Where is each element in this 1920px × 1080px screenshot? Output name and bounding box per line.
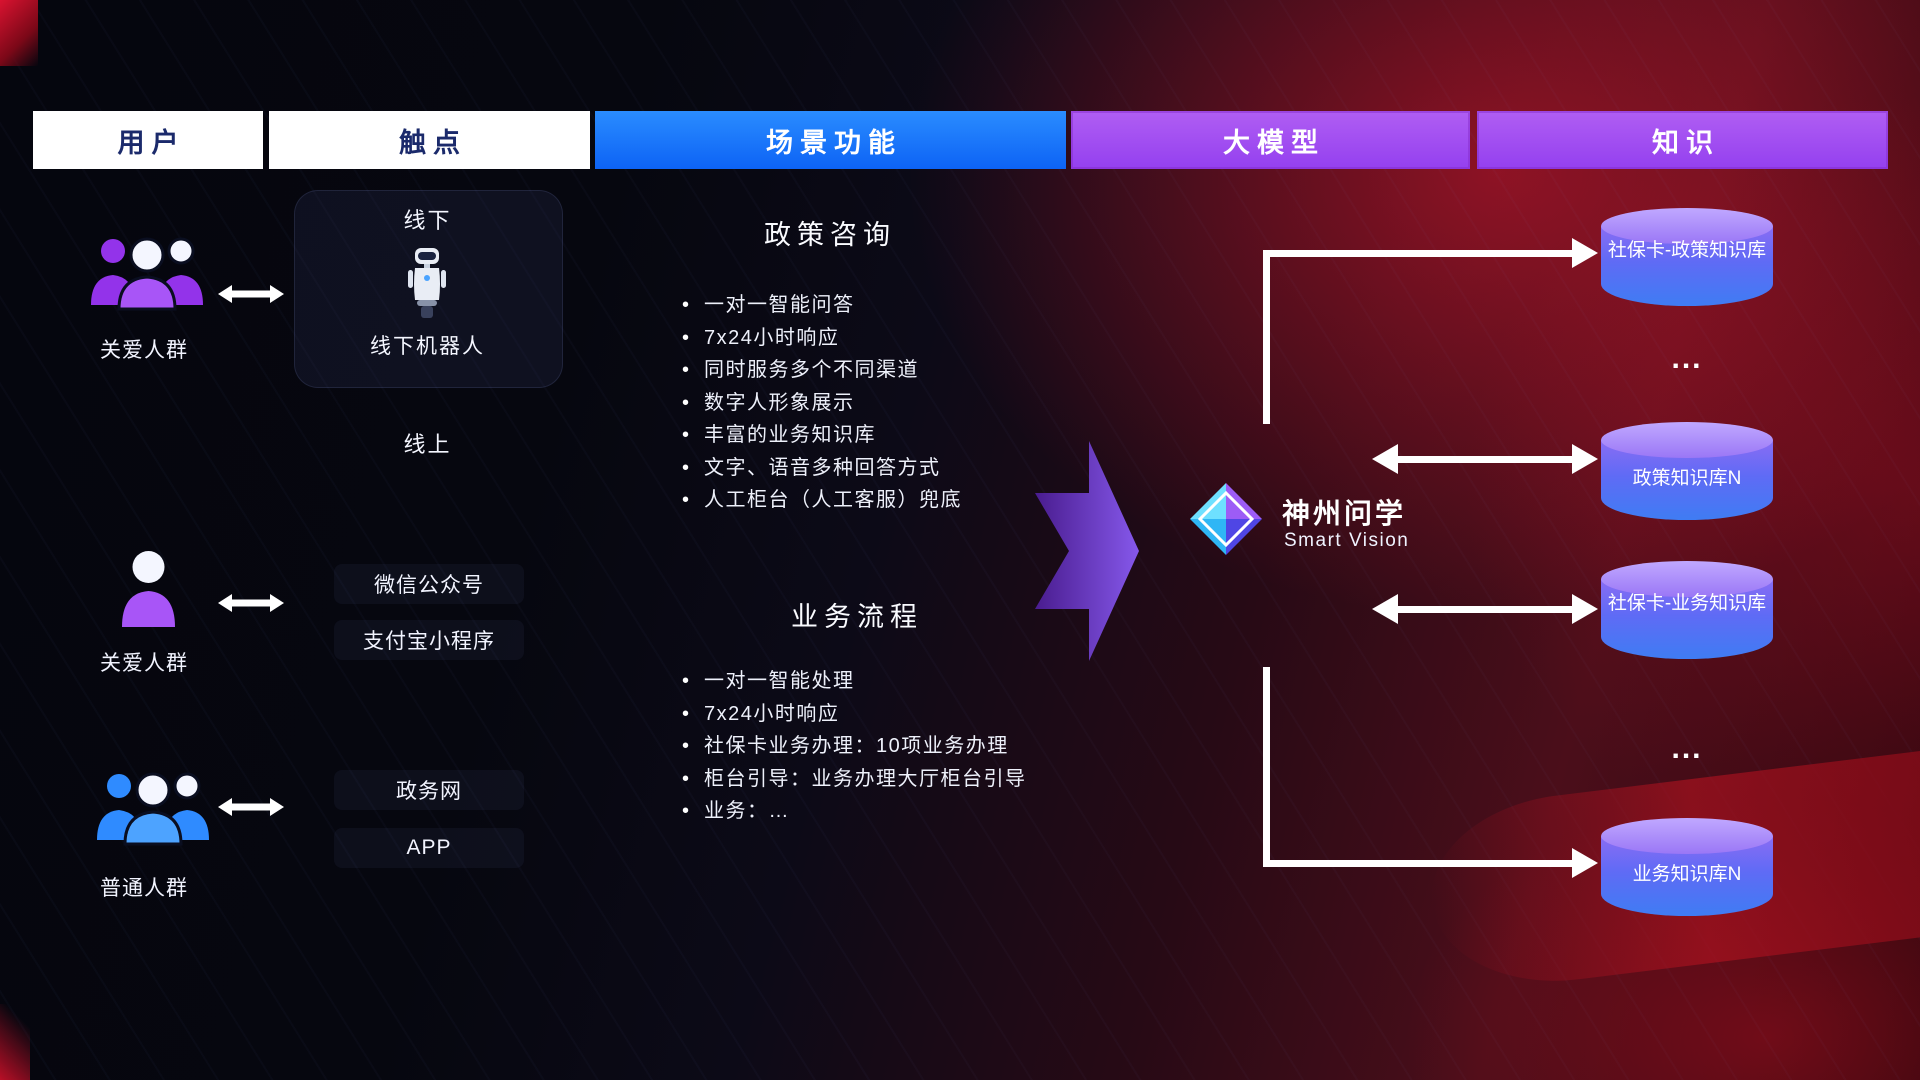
online-title: 线上: [403, 432, 452, 457]
corner-decoration-top-left: [0, 0, 38, 66]
knowledge-base-cylinder: 业务知识库N: [1601, 818, 1773, 916]
feature-item: 7x24小时响应: [680, 698, 1027, 731]
double-arrow-icon: [218, 798, 284, 816]
feature-item: 数字人形象展示: [680, 387, 962, 420]
arrowhead-right-icon: [1572, 238, 1598, 268]
feature-item: 业务：…: [680, 795, 1027, 828]
knowledge-base-label: 社保卡-政策知识库: [1607, 240, 1767, 261]
user-label: 普通人群: [100, 877, 188, 900]
robot-label: 线下机器人: [370, 335, 485, 358]
cylinder-top: [1601, 422, 1773, 458]
scenario-title-policy: 政策咨询: [764, 220, 896, 250]
double-arrow-icon: [218, 594, 284, 612]
knowledge-base-cylinder: 社保卡-业务知识库: [1601, 561, 1773, 659]
header-touchpoints: 触点: [269, 111, 590, 169]
connector-line: [1263, 860, 1572, 867]
robot-icon: [408, 248, 446, 318]
connector-line: [1263, 667, 1270, 867]
channel-alipay-miniprogram: 支付宝小程序: [334, 620, 524, 660]
policy-feature-list: 一对一智能问答 7x24小时响应 同时服务多个不同渠道 数字人形象展示 丰富的业…: [680, 289, 962, 517]
knowledge-base-label: 社保卡-业务知识库: [1607, 593, 1767, 614]
knowledge-base-label: 业务知识库N: [1632, 864, 1742, 885]
business-feature-list: 一对一智能处理 7x24小时响应 社保卡业务办理：10项业务办理 柜台引导：业务…: [680, 665, 1027, 828]
cylinder-top: [1601, 818, 1773, 854]
feature-item: 7x24小时响应: [680, 322, 962, 355]
smart-vision-logo-icon: [1190, 483, 1262, 555]
header-scenario-functions: 场景功能: [595, 111, 1066, 169]
connector-line: [1396, 606, 1574, 613]
user-label: 关爱人群: [100, 652, 188, 675]
user-group-blue-icon: [97, 772, 209, 846]
flow-arrow-icon: [1035, 441, 1139, 661]
offline-title: 线下: [403, 208, 452, 233]
feature-item: 丰富的业务知识库: [680, 419, 962, 452]
arrowhead-right-icon: [1572, 444, 1598, 474]
cylinder-top: [1601, 561, 1773, 597]
feature-item: 同时服务多个不同渠道: [680, 354, 962, 387]
header-large-model: 大模型: [1071, 111, 1470, 169]
knowledge-base-cylinder: 政策知识库N: [1601, 422, 1773, 520]
cylinder-top: [1601, 208, 1773, 244]
feature-item: 人工柜台（人工客服）兜底: [680, 484, 962, 517]
connector-line: [1263, 250, 1270, 424]
corner-decoration-bottom-left: [0, 1004, 30, 1080]
ellipsis-label: ...: [1671, 732, 1703, 765]
model-subtitle: Smart Vision: [1284, 530, 1410, 551]
double-arrow-icon: [218, 285, 284, 303]
arrowhead-left-icon: [1372, 594, 1398, 624]
user-label: 关爱人群: [100, 339, 188, 362]
user-group-purple-icon: [91, 237, 203, 311]
connector-line: [1396, 456, 1574, 463]
user-person-purple-icon: [122, 551, 175, 627]
arrowhead-right-icon: [1572, 848, 1598, 878]
scenario-title-business: 业务流程: [791, 602, 923, 632]
model-name: 神州问学: [1282, 498, 1407, 529]
header-users: 用户: [33, 111, 263, 169]
ellipsis-label: ...: [1671, 342, 1703, 375]
feature-item: 一对一智能处理: [680, 665, 1027, 698]
feature-item: 一对一智能问答: [680, 289, 962, 322]
channel-wechat: 微信公众号: [334, 564, 524, 604]
feature-item: 文字、语音多种回答方式: [680, 452, 962, 485]
channel-app: APP: [334, 828, 524, 868]
knowledge-base-cylinder: 社保卡-政策知识库: [1601, 208, 1773, 306]
feature-item: 社保卡业务办理：10项业务办理: [680, 730, 1027, 763]
header-knowledge: 知识: [1477, 111, 1888, 169]
feature-item: 柜台引导：业务办理大厅柜台引导: [680, 763, 1027, 796]
arrowhead-left-icon: [1372, 444, 1398, 474]
knowledge-base-label: 政策知识库N: [1632, 468, 1742, 489]
arrowhead-right-icon: [1572, 594, 1598, 624]
channel-gov-web: 政务网: [334, 770, 524, 810]
connector-line: [1263, 250, 1572, 257]
